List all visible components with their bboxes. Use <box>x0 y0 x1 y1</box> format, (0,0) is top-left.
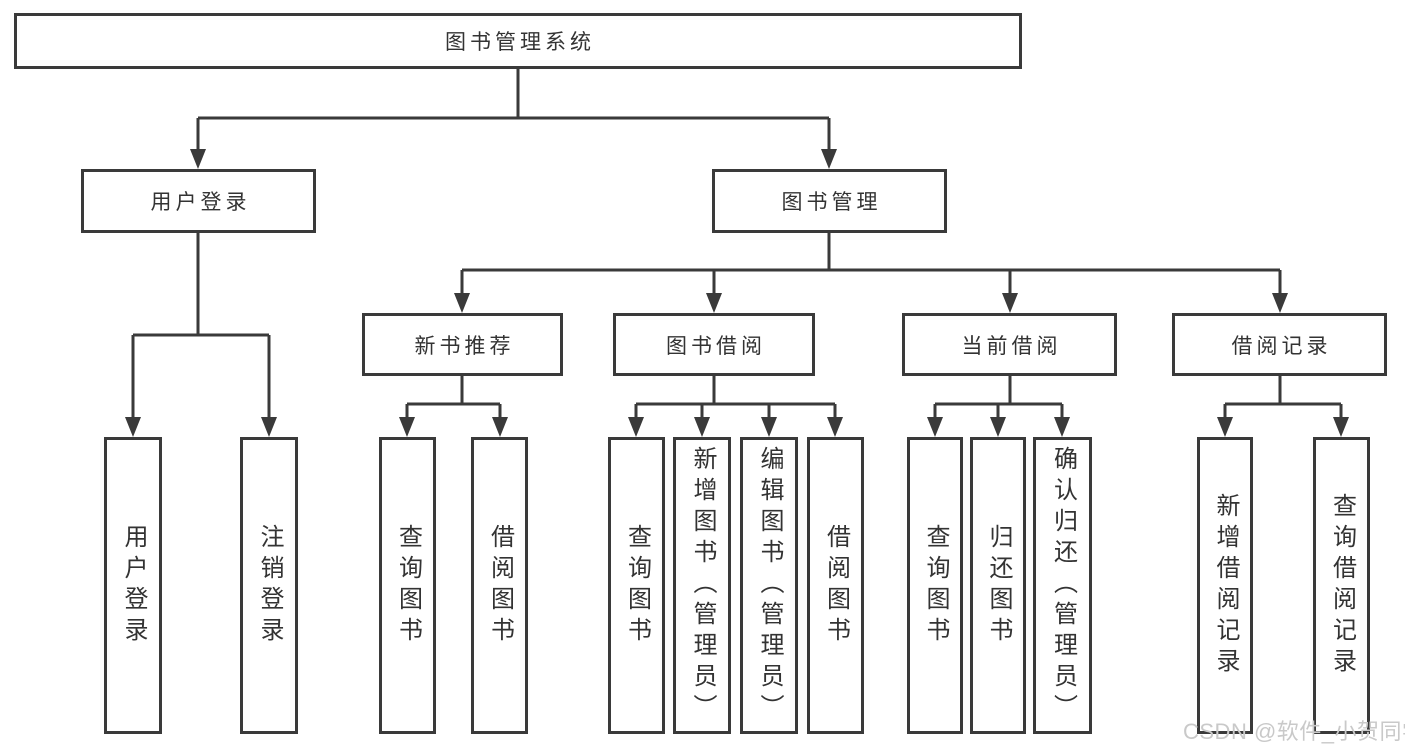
connector-recommend-to-leaves <box>405 376 502 420</box>
leaf-query-books-borrow: 查询图书 <box>608 437 665 734</box>
arrowhead <box>399 417 415 437</box>
arrowhead <box>821 149 837 169</box>
arrowhead <box>454 293 470 313</box>
leaf-user-login: 用户登录 <box>104 437 162 734</box>
arrowhead <box>694 417 710 437</box>
arrowhead <box>492 417 508 437</box>
node-library-system: 图书管理系统 <box>14 13 1022 69</box>
arrowhead <box>261 417 277 437</box>
leaf-add-borrow-record: 新增借阅记录 <box>1197 437 1253 734</box>
arrowhead <box>1333 417 1349 437</box>
arrowhead <box>927 417 943 437</box>
node-book-management: 图书管理 <box>712 169 947 233</box>
node-borrow-records: 借阅记录 <box>1172 313 1387 376</box>
connector-records-to-leaves <box>1223 376 1343 420</box>
leaf-borrow-books-recommend: 借阅图书 <box>471 437 528 734</box>
leaf-query-books-current: 查询图书 <box>907 437 963 734</box>
leaf-borrow-books: 借阅图书 <box>807 437 864 734</box>
leaf-confirm-return-admin: 确认归还（管理员） <box>1033 437 1092 734</box>
connector-borrow-to-leaves <box>634 376 837 420</box>
leaf-logout: 注销登录 <box>240 437 298 734</box>
node-book-borrow: 图书借阅 <box>613 313 815 376</box>
leaf-edit-book-admin: 编辑图书（管理员） <box>740 437 798 734</box>
arrowhead <box>761 417 777 437</box>
connector-current-to-leaves <box>933 376 1064 420</box>
connector-userlogin-to-leaves <box>131 233 271 420</box>
leaf-query-borrow-record: 查询借阅记录 <box>1313 437 1370 734</box>
leaf-return-book: 归还图书 <box>970 437 1026 734</box>
arrowhead <box>1002 293 1018 313</box>
arrowhead <box>1217 417 1233 437</box>
arrowhead <box>1272 293 1288 313</box>
node-current-borrow: 当前借阅 <box>902 313 1117 376</box>
node-user-login: 用户登录 <box>81 169 316 233</box>
node-new-book-recommend: 新书推荐 <box>362 313 563 376</box>
arrowhead <box>1054 417 1070 437</box>
arrowhead <box>827 417 843 437</box>
arrowhead <box>190 149 206 169</box>
arrowheads <box>125 149 1349 437</box>
connector-root-to-level2 <box>196 69 831 152</box>
csdn-watermark: CSDN @软件_小贺同学 <box>1183 719 1405 744</box>
arrowhead <box>990 417 1006 437</box>
leaf-add-book-admin: 新增图书（管理员） <box>673 437 731 734</box>
arrowhead <box>628 417 644 437</box>
arrowhead <box>125 417 141 437</box>
arrowhead <box>706 293 722 313</box>
leaf-query-books-recommend: 查询图书 <box>379 437 436 734</box>
connector-bookmgmt-to-level3 <box>460 233 1282 296</box>
